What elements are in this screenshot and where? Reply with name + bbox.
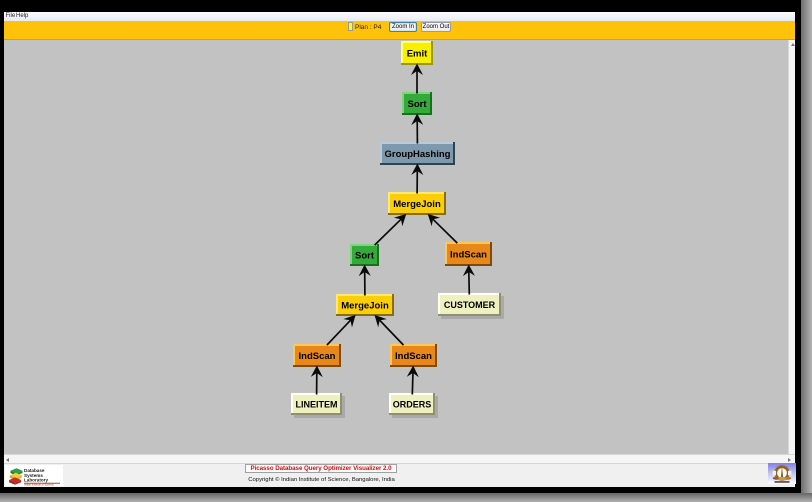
svg-text:CUSTOMER: CUSTOMER xyxy=(444,300,496,310)
svg-text:IndScan: IndScan xyxy=(450,249,487,260)
svg-text:Sort: Sort xyxy=(355,250,375,261)
svg-text:MergeJoin: MergeJoin xyxy=(341,300,389,311)
svg-text:Laboratory: Laboratory xyxy=(24,478,48,483)
svg-text:GroupHashing: GroupHashing xyxy=(385,149,451,160)
svg-text:ORDERS: ORDERS xyxy=(393,399,432,409)
svg-text:Database: Database xyxy=(24,468,45,473)
svg-text:IndScan: IndScan xyxy=(395,351,432,362)
svg-text:Sort: Sort xyxy=(408,99,428,110)
svg-text:Systems: Systems xyxy=(24,473,43,478)
svg-text:Emit: Emit xyxy=(407,48,428,59)
svg-text:MergeJoin: MergeJoin xyxy=(393,199,441,210)
svg-text:Indian Institute of Science: Indian Institute of Science xyxy=(24,483,54,486)
svg-text:LINEITEM: LINEITEM xyxy=(296,399,338,409)
svg-text:IndScan: IndScan xyxy=(299,351,336,362)
